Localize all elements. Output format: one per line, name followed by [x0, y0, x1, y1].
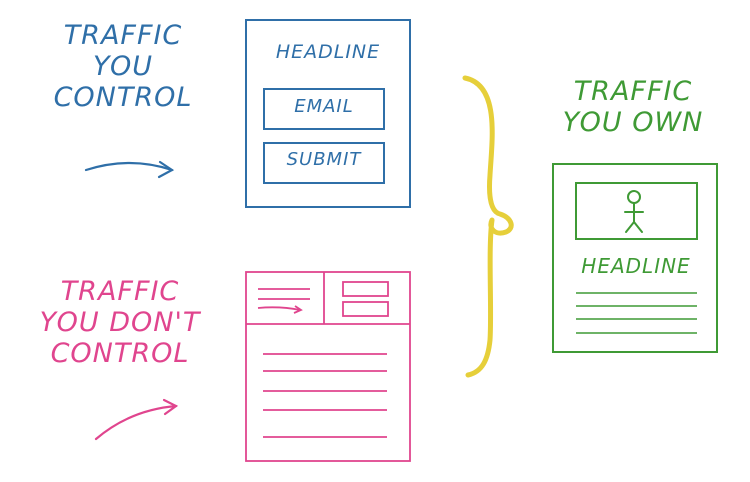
pink-arrow — [94, 398, 179, 441]
image-box — [575, 182, 698, 240]
label-line: YOU — [92, 51, 154, 83]
label-line: YOU DON'T — [39, 307, 201, 339]
label-line: CONTROL — [50, 338, 190, 370]
stick-figure-icon — [624, 190, 644, 233]
blue-arrow — [84, 160, 175, 179]
curly-brace — [462, 75, 514, 378]
landing-page-email-label: EMAIL — [294, 96, 354, 117]
landing-page-submit-label: SUBMIT — [286, 149, 362, 170]
owned-page-text-lines — [576, 292, 697, 334]
owned-page-box — [552, 163, 718, 353]
submit-button-box — [263, 142, 385, 184]
email-field-box — [263, 88, 385, 130]
ad-site-page — [245, 271, 411, 462]
label-line: YOU OWN — [562, 107, 704, 139]
label-line: TRAFFIC — [573, 76, 693, 107]
owned-page-headline: HEADLINE — [581, 254, 691, 278]
landing-page-box — [245, 19, 411, 208]
landing-page-headline: HEADLINE — [275, 41, 381, 63]
label-line: TRAFFIC — [60, 276, 180, 307]
label-line: CONTROL — [53, 82, 193, 114]
label-line: TRAFFIC — [63, 20, 183, 51]
label-traffic-you-own: TRAFFIC YOU OWN — [548, 76, 718, 138]
label-traffic-you-control: TRAFFIC YOU CONTROL — [38, 20, 208, 113]
label-traffic-you-dont-control: TRAFFIC YOU DON'T CONTROL — [30, 276, 210, 369]
